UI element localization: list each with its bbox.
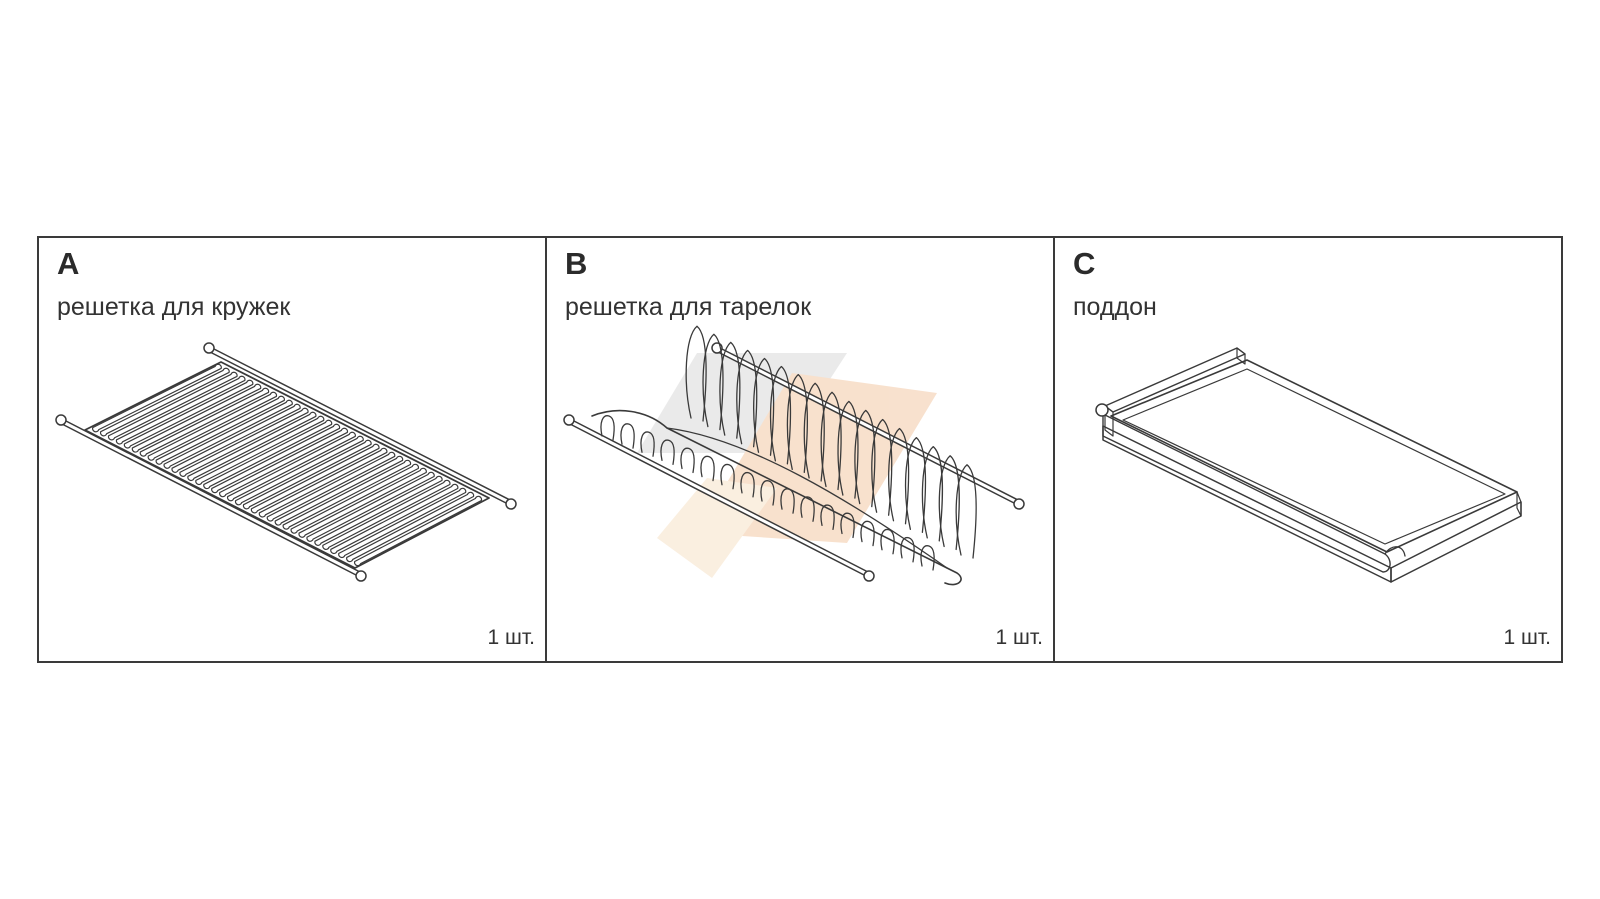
panel-caption: поддон: [1073, 293, 1157, 321]
panel-caption: решетка для кружек: [57, 293, 291, 321]
rack-slot: [234, 435, 364, 506]
panel-letter: C: [1073, 246, 1096, 281]
plate-loop-tall: [938, 455, 960, 551]
plate-loop-short: [820, 504, 835, 531]
panel-letter: B: [565, 246, 588, 281]
rack-slot: [115, 375, 246, 445]
rack-slot: [330, 483, 459, 555]
plate-loop-short: [620, 423, 635, 449]
panel-caption: решетка для тарелок: [565, 293, 812, 321]
rack-slot: [187, 411, 317, 482]
rack-slot: [107, 371, 238, 441]
rack-slot: [322, 479, 451, 550]
panel-letter: A: [57, 246, 80, 281]
rack-slot: [266, 451, 396, 522]
plate-loop-tall: [753, 357, 775, 456]
plate-loop-short: [740, 471, 755, 498]
rack-slot: [123, 379, 254, 449]
rack-slot: [314, 475, 443, 546]
plate-loop-short: [800, 496, 815, 522]
plate-loop-short: [680, 447, 695, 474]
plate-loop-tall: [871, 418, 893, 516]
plate-loop-tall: [736, 349, 758, 448]
plate-loop-short: [840, 512, 855, 539]
panel-quantity: 1 шт.: [1503, 626, 1552, 649]
rack-slot: [163, 399, 293, 469]
panel-a: A решетка для кружек 1 шт.: [39, 238, 545, 661]
rack-slot: [195, 415, 325, 486]
watermark-logo: [637, 353, 937, 578]
rack-slot: [282, 459, 412, 530]
rack-slot: [211, 423, 341, 494]
plate-loop-short: [880, 528, 895, 555]
rack-slot: [242, 439, 372, 510]
plate-loop-tall: [921, 446, 943, 542]
plate-loop-tall: [904, 436, 927, 533]
plate-loop-tall: [837, 400, 859, 499]
mug-rack-illustration: [39, 238, 545, 661]
plate-loop-short: [600, 415, 615, 441]
rack-slot: [346, 491, 475, 563]
rack-slot: [219, 427, 349, 498]
plate-loop-tall: [803, 382, 825, 482]
rack-slot: [298, 467, 427, 538]
rack-slot: [306, 471, 435, 542]
panel-quantity: 1 шт.: [995, 626, 1044, 649]
rack-slot: [171, 403, 301, 473]
plate-loop-short: [640, 431, 655, 457]
plate-loop-short: [720, 463, 735, 490]
plate-loop-tall: [702, 333, 724, 431]
rack-slot: [338, 487, 467, 559]
panel-quantity: 1 шт.: [487, 626, 536, 649]
plate-loop-tall: [888, 427, 910, 525]
plate-loop-short: [760, 480, 775, 506]
plate-loop-short: [660, 439, 675, 466]
plate-loop-short: [860, 520, 875, 547]
plate-loop-tall: [719, 341, 741, 439]
plate-loop-tall: [854, 409, 876, 508]
plate-loop-tall: [769, 365, 792, 465]
rack-slot: [226, 431, 356, 502]
rack-slot: [203, 419, 333, 490]
rack-slot: [99, 367, 230, 437]
plate-loop-short: [700, 455, 715, 482]
panel-c: C поддон 1 шт.: [1053, 238, 1561, 661]
rack-slot: [290, 463, 420, 534]
rack-slot: [155, 395, 285, 465]
rack-slot: [258, 447, 388, 518]
rack-slot: [353, 495, 483, 567]
rack-slot: [92, 363, 222, 433]
drip-tray-illustration: [1055, 238, 1561, 661]
plate-loop-tall: [786, 373, 808, 474]
panel-b: B решетка для тарелок 1 шт.: [545, 238, 1053, 661]
rack-slot: [147, 391, 278, 461]
rack-slot: [274, 455, 404, 526]
rack-slot: [131, 383, 262, 453]
rack-slot: [139, 387, 270, 457]
components-table: A решетка для кружек 1 шт.: [37, 236, 1563, 663]
plate-loop-tall: [955, 464, 977, 559]
rack-slot: [179, 407, 309, 477]
plate-loop-tall: [820, 391, 842, 491]
plate-rack-illustration: [547, 238, 1053, 661]
plate-loop-tall: [685, 325, 707, 422]
rack-slot: [250, 443, 380, 514]
